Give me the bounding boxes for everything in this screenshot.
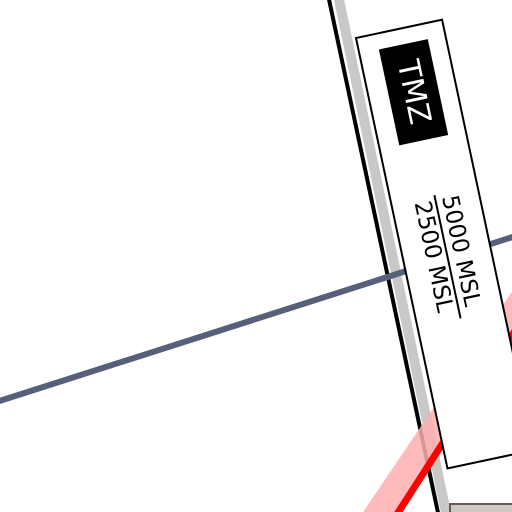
tmz-box xyxy=(378,39,449,146)
chart-corner-strip xyxy=(449,503,512,512)
altitude-divider xyxy=(433,194,462,319)
airspace-label: TMZ 5000 MSL 2500 MSL xyxy=(354,18,512,470)
